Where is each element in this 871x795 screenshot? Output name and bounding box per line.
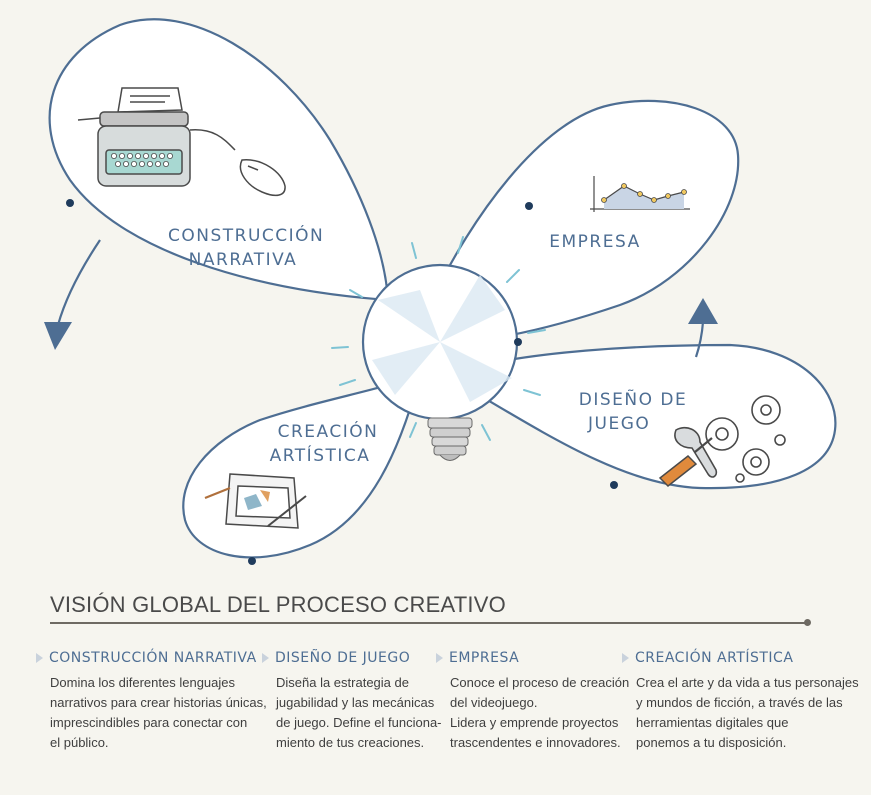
column-text-line: y mundos de ficción, a través de las: [636, 695, 843, 710]
petal-diseno-line2: JUEGO: [588, 414, 651, 434]
column-diseno-de-juego: DISEÑO DE JUEGO Diseña la estrategia de …: [262, 650, 442, 753]
column-construccion-narrativa: CONSTRUCCIÓN NARRATIVA Domina los difere…: [36, 650, 267, 753]
column-body: Domina los diferentes lenguajes narrativ…: [36, 673, 267, 753]
drawing-tablet-icon: [204, 473, 307, 529]
petal-label-diseno: DISEÑO DE JUEGO: [578, 388, 688, 436]
column-text-line: imprescindibles para conectar con: [50, 715, 248, 730]
petal-label-empresa: EMPRESA: [540, 230, 650, 254]
divider-end-dot: [804, 619, 811, 626]
column-text-line: ponemos a tu disposición.: [636, 735, 787, 750]
column-text-line: herramientas digitales que: [636, 715, 789, 730]
column-text-line: miento de tus creaciones.: [276, 735, 425, 750]
column-body: Conoce el proceso de creación del videoj…: [436, 673, 629, 753]
column-title: DISEÑO DE JUEGO: [275, 650, 411, 666]
petal-empresa-line1: EMPRESA: [549, 232, 641, 252]
computer-mouse-icon: [189, 129, 286, 197]
column-title: EMPRESA: [449, 650, 520, 666]
column-title: CREACIÓN ARTÍSTICA: [635, 650, 794, 666]
column-title: CONSTRUCCIÓN NARRATIVA: [49, 650, 257, 666]
petal-arte-line1: CREACIÓN: [277, 422, 379, 442]
light-rays: [331, 236, 546, 441]
petal-narrativa-line2: NARRATIVA: [188, 250, 298, 270]
petal-label-narrativa: CONSTRUCCIÓN NARRATIVA: [168, 224, 325, 272]
triangle-bullet-icon: [622, 653, 629, 663]
column-text-line: Crea el arte y da vida a tus personajes: [636, 675, 859, 690]
column-creacion-artistica: CREACIÓN ARTÍSTICA Crea el arte y da vid…: [622, 650, 859, 753]
column-text-line: del videojuego.: [450, 695, 538, 710]
screwdriver-icon: [658, 437, 713, 488]
petal-arte-line2: ARTÍSTICA: [269, 446, 371, 466]
section-heading: VISIÓN GLOBAL DEL PROCESO CREATIVO: [50, 592, 506, 617]
column-text-line: Conoce el proceso de creación: [450, 675, 630, 690]
column-text-line: narrativos para crear historias únicas,: [50, 695, 267, 710]
cycle-arrow-right: [688, 298, 718, 358]
triangle-bullet-icon: [262, 653, 269, 663]
column-body: Crea el arte y da vida a tus personajes …: [622, 673, 859, 753]
triangle-bullet-icon: [436, 653, 443, 663]
gears-icon: [705, 395, 786, 483]
cycle-arrow-left: [44, 239, 101, 350]
line-chart-icon: [590, 176, 690, 212]
column-text-line: el público.: [50, 735, 109, 750]
typewriter-icon: [77, 87, 191, 187]
column-text-line: jugabilidad y las mecánicas: [276, 695, 435, 710]
column-text-line: Diseña la estrategia de: [276, 675, 409, 690]
triangle-bullet-icon: [36, 653, 43, 663]
petal-diagram-svg: [44, 18, 837, 565]
petal-narrativa-line1: CONSTRUCCIÓN: [168, 226, 325, 246]
petal-label-arte: CREACIÓN ARTÍSTICA: [260, 420, 380, 468]
creative-process-diagram: CONSTRUCCIÓN NARRATIVA EMPRESA DISEÑO DE…: [44, 18, 837, 565]
column-empresa: EMPRESA Conoce el proceso de creación de…: [436, 650, 629, 753]
column-text-line: trascendentes e innovadores.: [450, 735, 621, 750]
petal-diseno-line1: DISEÑO DE: [578, 390, 688, 410]
petal-diseno: [442, 343, 837, 490]
section-divider: [50, 622, 807, 624]
column-text-line: de juego. Define el funciona-: [276, 715, 442, 730]
column-text-line: Lidera y emprende proyectos: [450, 715, 619, 730]
connector-dots: [66, 199, 618, 565]
column-body: Diseña la estrategia de jugabilidad y la…: [262, 673, 442, 753]
column-text-line: Domina los diferentes lenguajes: [50, 675, 235, 690]
